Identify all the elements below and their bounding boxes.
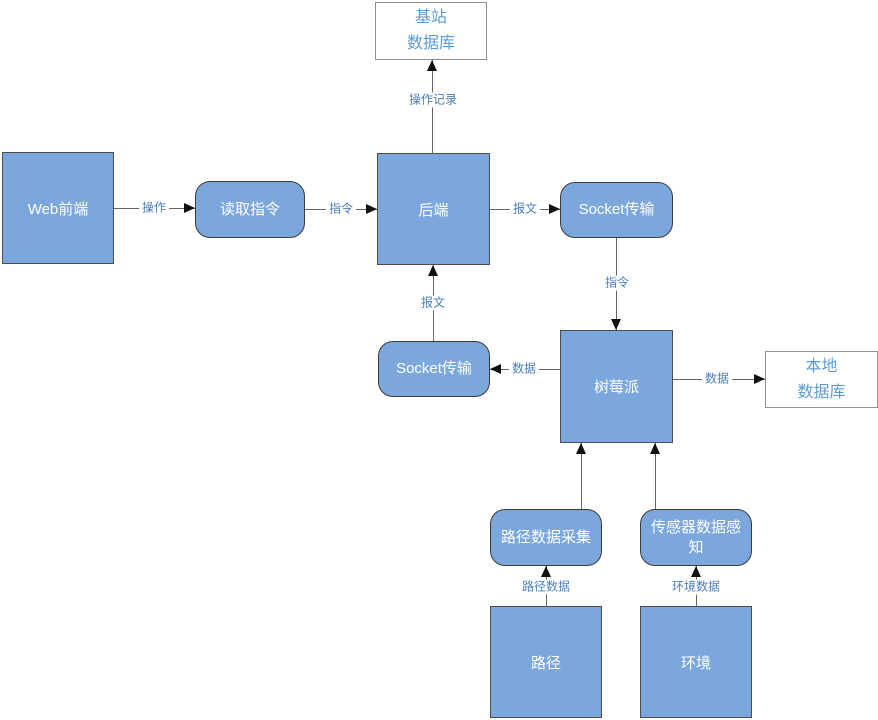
node-path-data-collection: 路径数据采集 — [490, 509, 602, 566]
edge-label-command-in: 指令 — [325, 201, 357, 217]
node-read-command: 读取指令 — [195, 181, 305, 238]
edge-label-env-data: 环境数据 — [668, 579, 724, 595]
node-web-frontend: Web前端 — [2, 152, 114, 264]
arrowhead-left-icon — [490, 364, 501, 374]
edge-label-path-data: 路径数据 — [518, 579, 574, 595]
arrowhead-up-icon — [650, 443, 660, 454]
arrowhead-right-icon — [184, 203, 195, 213]
arrowhead-up-icon — [541, 566, 551, 577]
node-socket-transfer-right: Socket传输 — [560, 182, 673, 238]
edge-label-data-right: 数据 — [701, 371, 733, 387]
arrowhead-right-icon — [366, 204, 377, 214]
edge-label-message-out: 报文 — [509, 201, 541, 217]
node-path: 路径 — [490, 606, 602, 718]
arrowhead-up-icon — [691, 566, 701, 577]
node-socket-transfer-left: Socket传输 — [378, 341, 490, 397]
edge-label-data-left: 数据 — [508, 361, 540, 377]
arrowhead-up-icon — [576, 443, 586, 454]
node-raspberry-pi: 树莓派 — [560, 330, 673, 443]
edge-sensorsense-raspberrypi — [655, 443, 656, 509]
edge-label-operation-record: 操作记录 — [405, 92, 461, 108]
edge-label-message-up: 报文 — [417, 295, 449, 311]
node-environment: 环境 — [640, 606, 752, 718]
arrowhead-down-icon — [611, 319, 621, 330]
arrowhead-up-icon — [427, 60, 437, 71]
node-backend: 后端 — [377, 153, 490, 265]
arrowhead-right-icon — [549, 204, 560, 214]
edge-label-command-down: 指令 — [601, 275, 633, 291]
node-local-database: 本地 数据库 — [765, 351, 878, 408]
edge-pathcollect-raspberrypi — [581, 443, 582, 509]
edge-label-operation: 操作 — [138, 200, 170, 216]
node-sensor-data-sensing: 传感器数据感知 — [640, 509, 752, 566]
node-base-station-database: 基站 数据库 — [375, 2, 487, 60]
arrowhead-right-icon — [754, 374, 765, 384]
arrowhead-up-icon — [428, 265, 438, 276]
